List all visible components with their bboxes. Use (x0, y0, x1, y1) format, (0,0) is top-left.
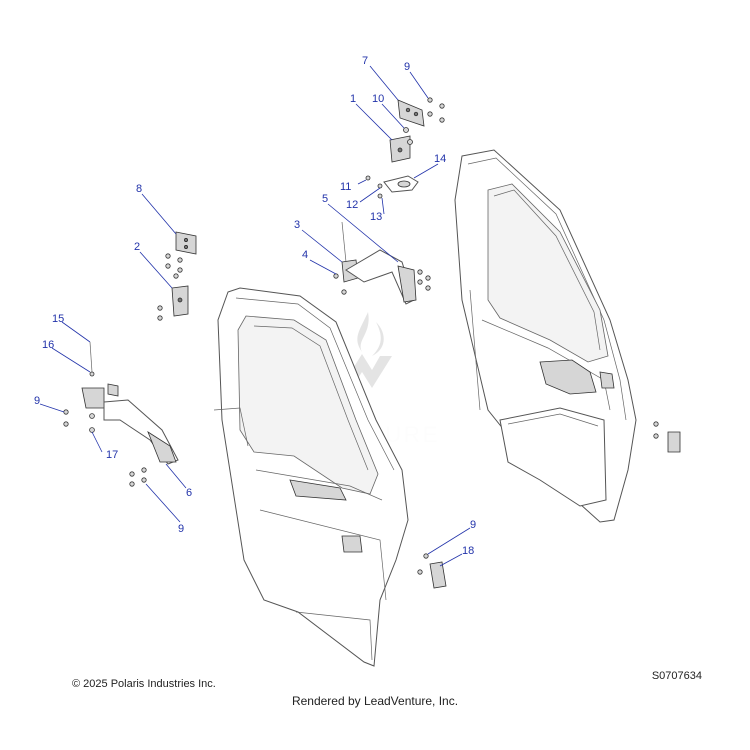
front-door (213, 287, 409, 667)
callout-9-top: 9 (404, 61, 410, 73)
callout-14: 14 (434, 153, 446, 165)
callout-3: 3 (294, 219, 300, 231)
callout-13: 13 (370, 211, 382, 223)
callout-16: 16 (42, 339, 54, 351)
callout-2: 2 (134, 241, 140, 253)
callout-15: 15 (52, 313, 64, 325)
callout-4: 4 (302, 249, 308, 261)
callout-labels: 7 9 1 10 14 11 12 13 5 3 4 8 2 15 16 9 1… (34, 55, 476, 557)
front-lower-hinge (63, 341, 179, 487)
callout-8: 8 (136, 183, 142, 195)
callout-17: 17 (106, 449, 118, 461)
callout-12: 12 (346, 199, 358, 211)
rear-door (454, 149, 637, 523)
callout-11: 11 (340, 181, 351, 193)
leader-lines (39, 65, 471, 567)
callout-18: 18 (462, 545, 474, 557)
front-upper-hinge (157, 231, 197, 321)
rendered-by-text: Rendered by LeadVenture, Inc. (291, 694, 459, 708)
rear-striker (653, 421, 681, 453)
drawing-number: S0707634 (651, 670, 702, 682)
callout-9-bottom-left: 9 (178, 523, 184, 535)
callout-9-left: 9 (34, 395, 40, 407)
upper-rear-hinge (389, 97, 445, 163)
middle-hinge-bracket (333, 221, 431, 305)
callout-5: 5 (322, 193, 328, 205)
copyright-text: © 2025 Polaris Industries Inc. (72, 678, 216, 690)
callout-7: 7 (362, 55, 368, 67)
check-strap (365, 175, 419, 199)
callout-6: 6 (186, 487, 192, 499)
callout-10: 10 (372, 93, 384, 105)
lower-striker (417, 553, 447, 589)
callout-1: 1 (350, 93, 356, 105)
callout-9-right: 9 (470, 519, 476, 531)
